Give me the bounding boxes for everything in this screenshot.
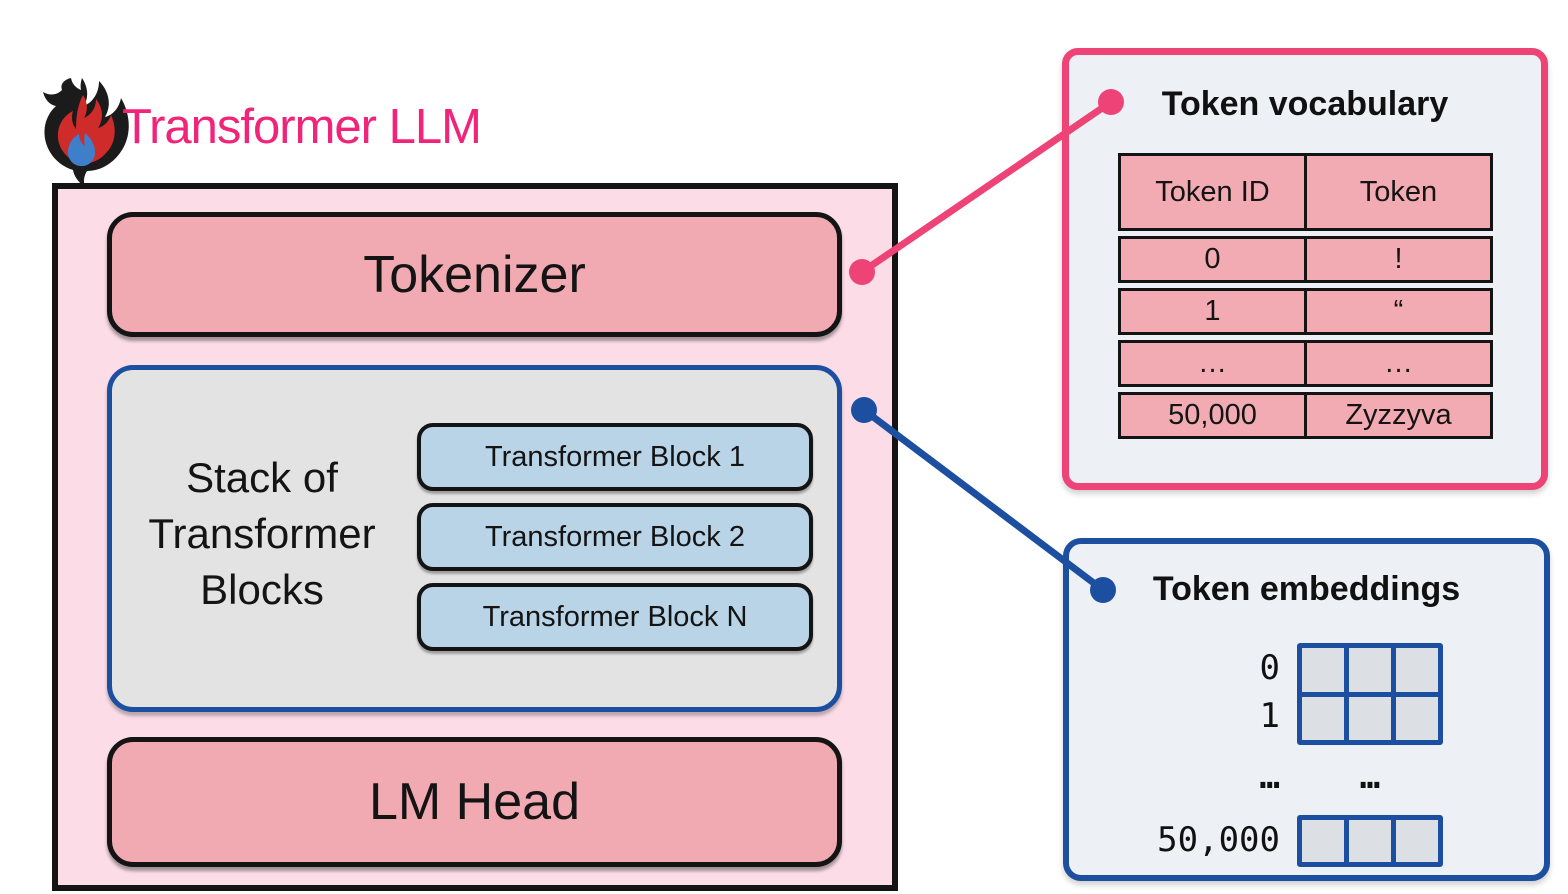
- table-header-row: Token ID Token: [1118, 153, 1493, 231]
- embedding-cell: [1349, 696, 1391, 740]
- token-cell: “: [1393, 295, 1404, 327]
- table-row: … …: [1118, 340, 1493, 387]
- transformer-block-n: Transformer Block N: [417, 583, 813, 651]
- embedding-matrix-ellipsis: …: [1359, 757, 1381, 797]
- table-row: 0 !: [1118, 236, 1493, 283]
- embedding-cell: [1349, 820, 1391, 862]
- stack-label: Stack of Transformer Blocks: [122, 450, 402, 618]
- transformer-block-2: Transformer Block 2: [417, 503, 813, 571]
- token-embeddings-panel: Token embeddings 0 1 … 50,000 …: [1063, 538, 1550, 881]
- table-row: 1 “: [1118, 288, 1493, 335]
- token-vocabulary-panel: Token vocabulary Token ID Token 0 ! 1 “ …: [1062, 48, 1548, 490]
- embedding-matrix-rows-0-1: [1297, 643, 1443, 745]
- header-token: Token: [1359, 175, 1438, 208]
- transformer-block-1: Transformer Block 1: [417, 423, 813, 491]
- embedding-cell: [1396, 648, 1438, 692]
- embedding-cell: [1396, 820, 1438, 862]
- stack-label-line: Stack of: [186, 454, 338, 501]
- token-vocabulary-title: Token vocabulary: [1161, 85, 1449, 123]
- embedding-row-label-50000: 50,000: [1157, 820, 1280, 860]
- token-vocabulary-table: Token ID Token 0 ! 1 “ … … 50,000 Zyzzyv…: [1118, 153, 1493, 439]
- transformer-llm-box: Tokenizer Stack of Transformer Blocks Tr…: [52, 183, 898, 891]
- token-embeddings-title: Token embeddings: [1152, 570, 1461, 608]
- embedding-row-label-ellipsis: …: [1259, 757, 1280, 797]
- embedding-cell: [1302, 696, 1344, 740]
- page-title: Transformer LLM: [122, 100, 482, 154]
- embedding-cell: [1302, 820, 1344, 862]
- token-cell: …: [1384, 347, 1413, 379]
- embedding-matrix-row-50000: [1297, 815, 1443, 867]
- embedding-cell: [1302, 648, 1344, 692]
- flame-icon: [43, 78, 129, 187]
- token-cell: Zyzzyva: [1345, 399, 1452, 431]
- embedding-cell: [1396, 696, 1438, 740]
- token-id-cell: …: [1121, 343, 1307, 384]
- tokenizer-box: Tokenizer: [107, 212, 842, 337]
- token-id-cell: 0: [1121, 239, 1307, 280]
- embedding-row-label-1: 1: [1259, 696, 1280, 736]
- stack-of-transformer-blocks-box: Stack of Transformer Blocks Transformer …: [107, 365, 842, 712]
- stack-label-line: Blocks: [200, 566, 324, 613]
- lm-head-box: LM Head: [107, 737, 842, 867]
- token-id-cell: 1: [1121, 291, 1307, 332]
- table-row: 50,000 Zyzzyva: [1118, 392, 1493, 439]
- header-token-id: Token ID: [1121, 156, 1307, 228]
- stack-label-line: Transformer: [148, 510, 376, 557]
- embedding-row-label-0: 0: [1259, 648, 1280, 688]
- token-id-cell: 50,000: [1121, 395, 1307, 436]
- embedding-cell: [1349, 648, 1391, 692]
- token-cell: !: [1394, 243, 1403, 275]
